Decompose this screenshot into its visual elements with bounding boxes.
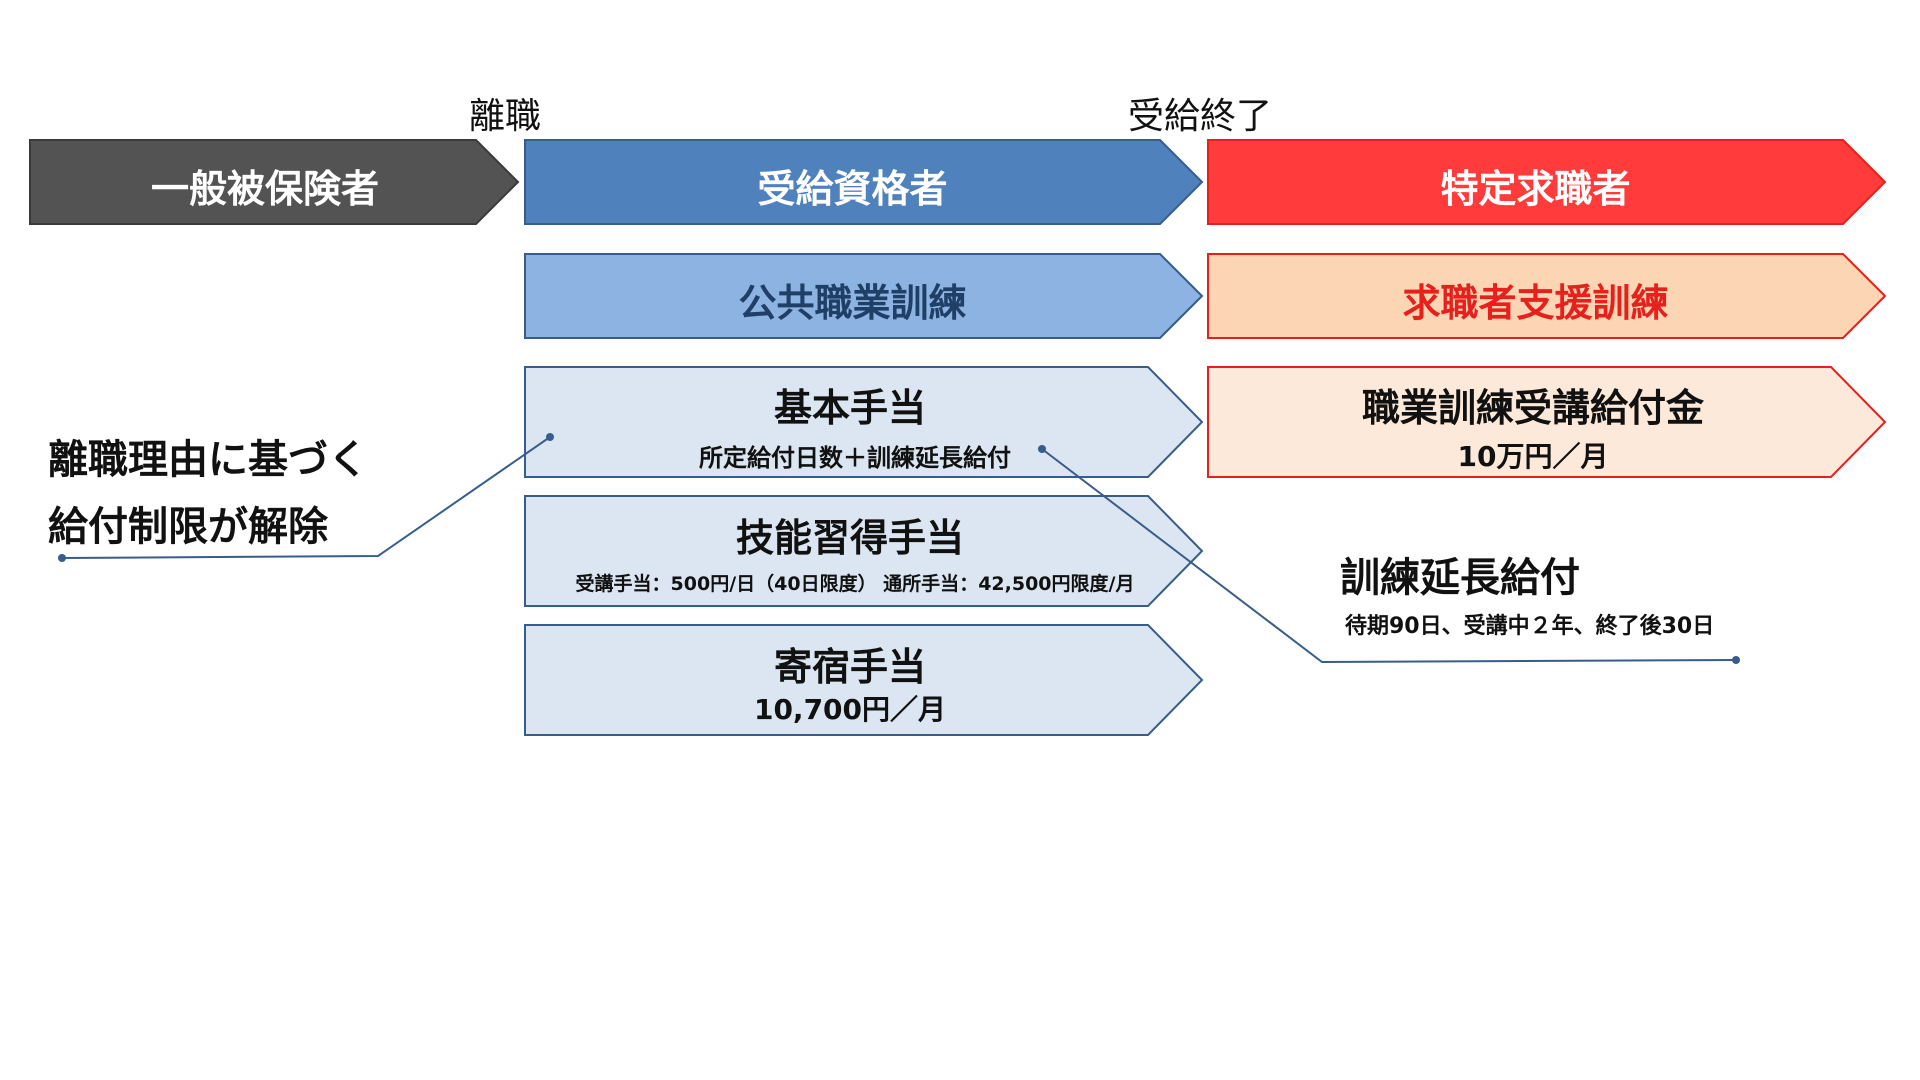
allowance-vocational-title: 職業訓練受講給付金: [1361, 386, 1704, 430]
training-public-arrow: [524, 253, 1204, 339]
allowance-basic-title: 基本手当: [773, 386, 926, 430]
extension-connector: [1041, 448, 1737, 664]
stage-eligible-label: 受給資格者: [757, 167, 948, 211]
stage-insured-label: 一般被保険者: [150, 167, 379, 211]
allowance-basic-detail: 所定給付日数＋訓練延長給付: [699, 444, 1011, 472]
stage-insured-arrow: [29, 139, 520, 225]
extension-connector-start-dot: [1038, 445, 1046, 453]
separation-label: 離職: [468, 96, 541, 137]
training-support-arrow: [1207, 253, 1887, 339]
allowance-skill-detail: 受講手当：500円/日（40日限度） 通所手当：42,500円限度/月: [575, 573, 1135, 595]
stage-eligible-arrow: [524, 139, 1204, 225]
benefit-end-label: 受給終了: [1128, 96, 1273, 137]
stage-specific-arrow: [1207, 139, 1887, 225]
allowance-lodging-arrow: [524, 624, 1204, 736]
training-support-label: 求職者支援訓練: [1402, 281, 1669, 325]
allowance-lodging-detail: 10,700円／月: [753, 693, 947, 726]
restriction-note-line1: 離職理由に基づく: [48, 437, 368, 483]
allowance-lodging-title: 寄宿手当: [773, 645, 926, 689]
allowance-skill-title: 技能習得手当: [735, 516, 964, 560]
extension-note-title: 訓練延長給付: [1340, 555, 1580, 601]
allowance-basic-arrow: [524, 366, 1204, 478]
allowance-vocational-detail: 10万円／月: [1457, 440, 1609, 473]
allowance-skill-arrow: [524, 495, 1204, 607]
stage-specific-label: 特定求職者: [1440, 167, 1631, 211]
restriction-note-line2: 給付制限が解除: [48, 504, 328, 550]
training-public-label: 公共職業訓練: [738, 281, 967, 325]
restriction-connector: [61, 436, 551, 559]
extension-connector-end-dot: [1732, 656, 1740, 664]
allowance-vocational-arrow: [1207, 366, 1887, 478]
extension-note-detail: 待期90日、受講中２年、終了後30日: [1345, 614, 1715, 639]
restriction-connector-end-dot: [546, 433, 554, 441]
restriction-connector-start-dot: [58, 554, 66, 562]
